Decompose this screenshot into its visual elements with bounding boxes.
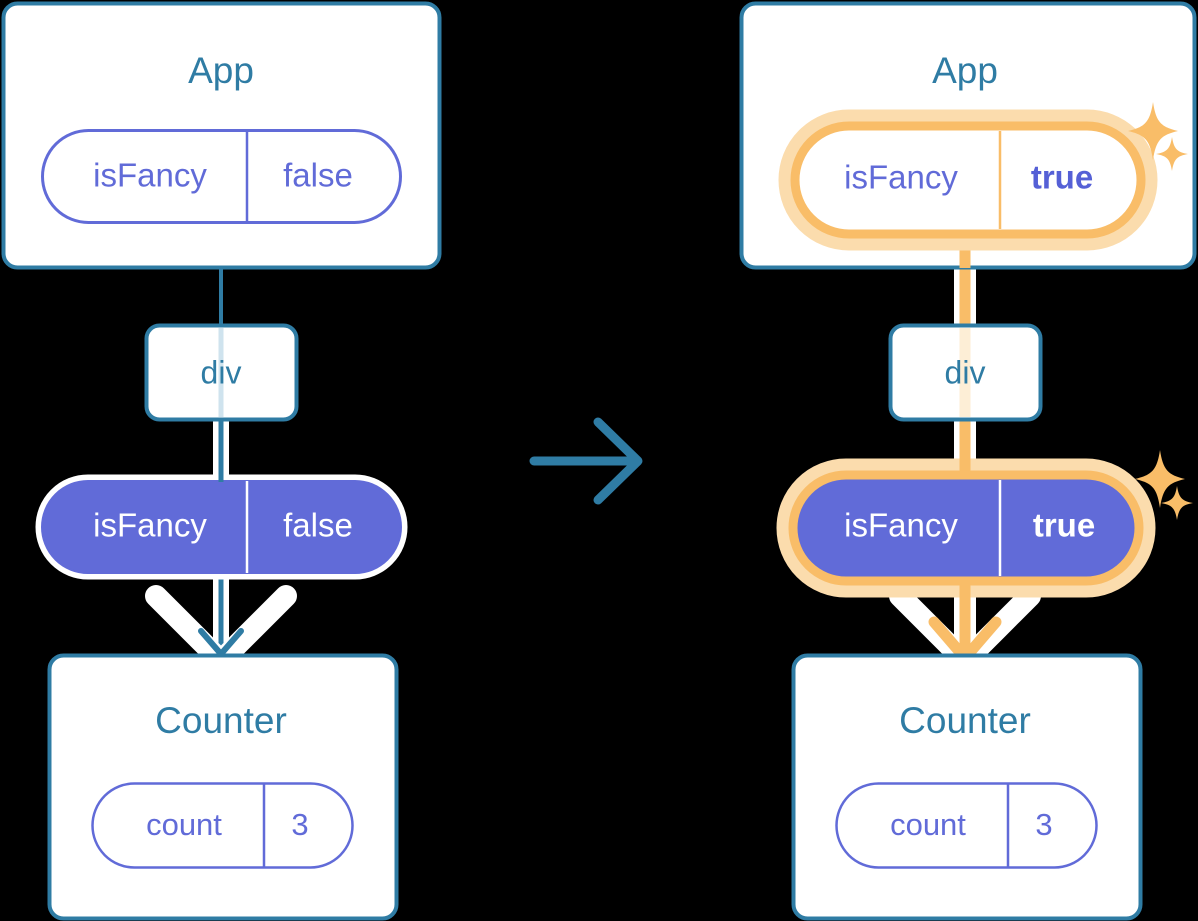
div-node-label-after: div (945, 354, 986, 390)
counter-state-pill-value-before: 3 (291, 807, 308, 842)
sparkle-group-app-after (1128, 102, 1188, 171)
sparkle-icon (1128, 102, 1178, 160)
panel-after: App isFancy true div (739, 1, 1197, 921)
counter-state-pill-shape-after (835, 782, 1098, 869)
sparkle-group-props-after (1135, 450, 1193, 520)
props-pill-after[interactable]: isFancy true (776, 458, 1156, 598)
app-state-pill-key-before: isFancy (93, 157, 207, 194)
counter-state-pill-after[interactable]: count 3 (835, 782, 1098, 869)
counter-state-pill-before[interactable]: count 3 (91, 782, 354, 869)
arrow-right-icon (529, 417, 643, 505)
transition-arrow (529, 417, 643, 505)
counter-state-pill-key-after: count (890, 807, 966, 842)
app-box-title-before: App (188, 50, 254, 91)
app-state-pill-before[interactable]: isFancy false (41, 129, 402, 224)
counter-state-pill-shape-before (91, 782, 354, 869)
div-node-before[interactable]: div (144, 323, 299, 422)
sparkle-small-icon (1161, 486, 1193, 520)
sparkle-icon (1135, 450, 1185, 508)
props-pill-before[interactable]: isFancy false (35, 474, 408, 580)
app-state-pill-key-after: isFancy (844, 159, 958, 196)
app-state-pill-after[interactable]: isFancy true (778, 109, 1158, 251)
app-box-title-after: App (932, 50, 998, 91)
props-pill-value-after: true (1033, 507, 1095, 544)
counter-state-pill-key-before: count (146, 807, 222, 842)
panel-before: App isFancy false div isFancy false (1, 1, 442, 921)
div-node-label-before: div (201, 354, 242, 390)
counter-box-title-before: Counter (155, 700, 287, 741)
app-state-pill-shape-before (41, 129, 402, 224)
div-node-after[interactable]: div (888, 323, 1043, 422)
props-pill-key-before: isFancy (93, 507, 207, 544)
sparkle-small-icon (1156, 137, 1188, 171)
app-state-pill-value-before: false (283, 157, 353, 194)
counter-state-pill-value-after: 3 (1035, 807, 1052, 842)
props-pill-key-after: isFancy (844, 507, 958, 544)
counter-box-title-after: Counter (899, 700, 1031, 741)
props-pill-value-before: false (283, 507, 353, 544)
app-state-pill-ring-after (790, 121, 1146, 239)
app-state-pill-value-after: true (1031, 159, 1093, 196)
